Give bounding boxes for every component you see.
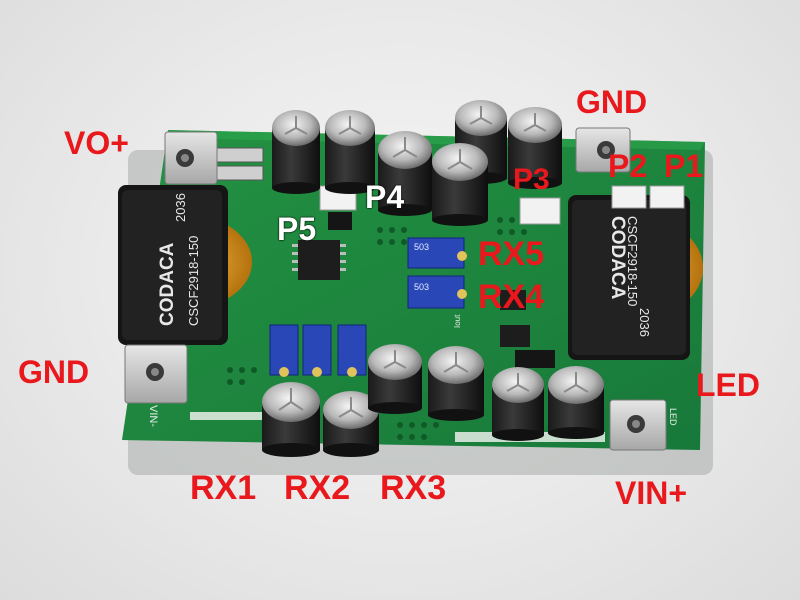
cap-vent-marks [278, 106, 589, 418]
inductor-right [568, 195, 703, 360]
header-p5 [328, 212, 352, 230]
silk-iout-text: Iout [453, 314, 462, 328]
label-p5: P5 [277, 211, 317, 247]
pot-rx5 [407, 237, 467, 269]
label-vo-plus: VO+ [64, 125, 129, 161]
label-p3: P3 [513, 163, 550, 196]
smd-resistor-2 [214, 165, 264, 181]
header-led [515, 350, 555, 368]
connector-p2 [611, 185, 647, 209]
terminal-gnd-top [575, 127, 631, 173]
label-rx3: RX3 [380, 469, 447, 507]
label-p2: P2 [608, 148, 648, 184]
cap-bottom-4 [428, 346, 484, 421]
pcb-vias [227, 217, 527, 440]
smd-ic-3 [500, 290, 526, 310]
label-p1: P1 [664, 148, 704, 184]
cap-bottom-5 [492, 367, 544, 441]
terminal-vo-plus [164, 131, 218, 185]
connector-p3 [519, 197, 561, 225]
silk-vin-text: VIN- [147, 405, 159, 427]
connector-p1 [649, 185, 685, 209]
label-rx4: RX4 [478, 278, 545, 316]
inductor-left-brand: CODACA [157, 242, 178, 326]
inductor-right-part: CSCF2918-150 [625, 216, 640, 306]
pot-code-rx4: 503 [414, 282, 429, 292]
pot-rx1 [269, 324, 299, 377]
silk-strip-left [190, 412, 320, 420]
cap-bottom-3 [368, 344, 422, 414]
inductor-left-part: CSCF2918-150 [186, 236, 201, 326]
pot-code-rx5: 503 [414, 242, 429, 252]
inductor-left [118, 185, 252, 345]
cap-top-1 [272, 110, 320, 194]
inductor-left-code: 2036 [173, 193, 188, 222]
pot-rx4 [407, 275, 467, 309]
label-rx5: RX5 [478, 235, 545, 273]
ic-chip-pins [292, 244, 346, 271]
silk-led-text: LED [668, 408, 678, 426]
label-gnd-left: GND [18, 354, 90, 390]
label-gnd-top: GND [576, 84, 648, 120]
label-led: LED [696, 367, 760, 403]
inductor-right-code: 2036 [637, 308, 652, 337]
inductor-right-brand: CODACA [607, 216, 628, 300]
ic-chip-main [298, 240, 340, 280]
cap-bottom-2 [323, 391, 379, 457]
terminal-gnd-left [124, 344, 188, 404]
label-vin-plus: VIN+ [615, 475, 688, 511]
cap-top-5 [508, 107, 562, 189]
label-rx2: RX2 [284, 469, 351, 507]
smd-resistor-1 [214, 147, 264, 163]
label-rx1: RX1 [190, 469, 257, 507]
pot-rx3 [337, 324, 367, 377]
smd-ic-2 [500, 325, 530, 347]
terminal-vin-plus [609, 399, 667, 451]
label-p4: P4 [365, 179, 405, 215]
pot-rx2 [302, 324, 332, 377]
